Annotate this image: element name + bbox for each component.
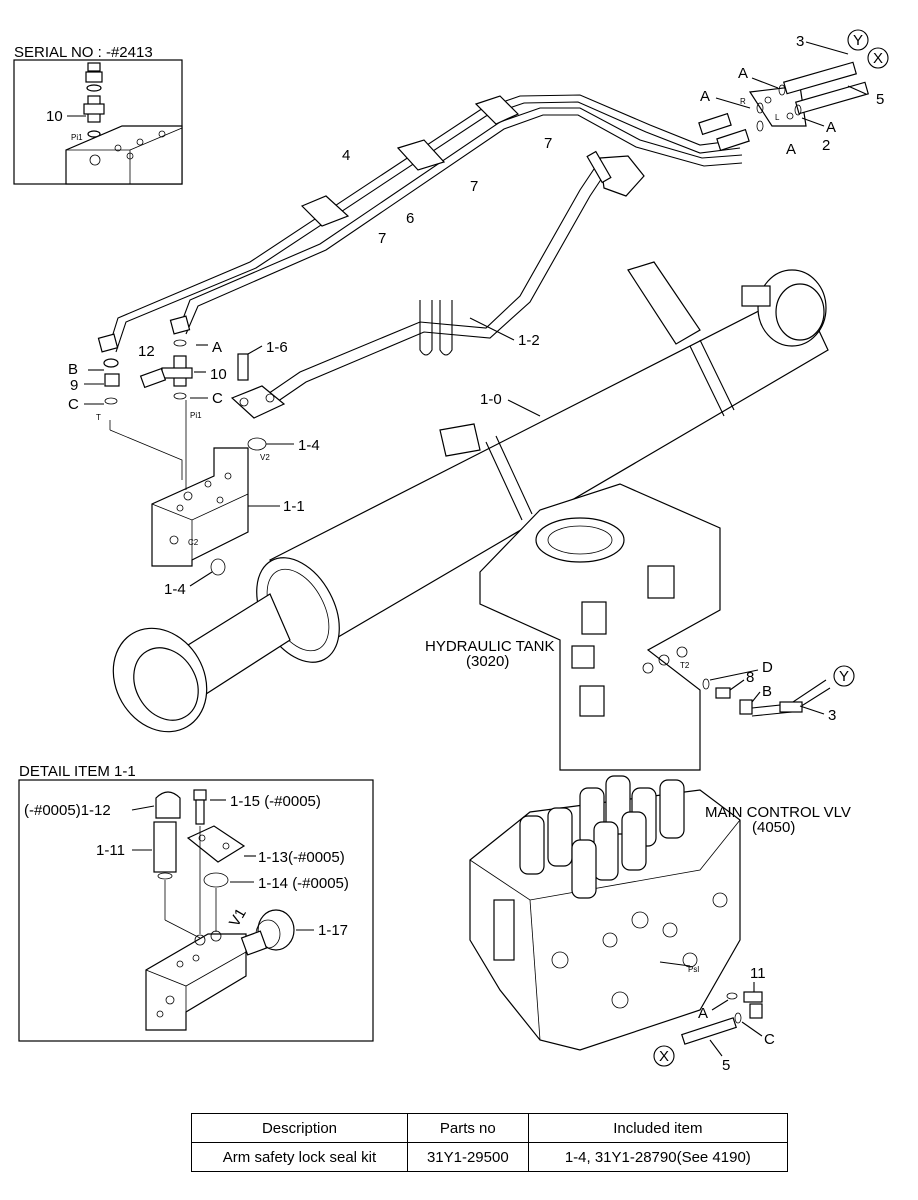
callout-8: 8 (746, 669, 754, 686)
col-description: Description (191, 1113, 408, 1143)
callout-1-6: 1-6 (266, 339, 288, 356)
tank-ref: (3020) (466, 653, 509, 670)
detail-label-1-11: 1-11 (96, 842, 125, 859)
callout-11: 11 (750, 965, 766, 982)
detail-label-1-14: 1-14 (-#0005) (258, 875, 349, 892)
top-right-fittings (748, 29, 889, 132)
callout-c-mcv: C (764, 1031, 775, 1048)
table-row: Arm safety lock seal kit 31Y1-29500 1-4,… (191, 1142, 789, 1172)
callout-a-3: A (826, 119, 836, 136)
port-psl: Psl (688, 965, 699, 974)
connector-y-top: Y (853, 32, 863, 49)
callout-5-top: 5 (876, 91, 884, 108)
cell-description: Arm safety lock seal kit (191, 1142, 408, 1172)
port-t2: T2 (680, 661, 690, 670)
hose-pipe-assembly (97, 94, 750, 353)
cell-parts-no: 31Y1-29500 (406, 1142, 529, 1172)
detail-title: DETAIL ITEM 1-1 (19, 763, 136, 780)
tank-fittings: Y D 8 B 3 (702, 659, 855, 724)
callout-2: 2 (822, 137, 830, 154)
callout-6: 6 (406, 210, 414, 227)
connector-y-tank: Y (839, 668, 849, 685)
serial-inset-title: SERIAL NO : -#2413 (14, 44, 153, 61)
connector-x-mcv: X (659, 1048, 669, 1065)
callout-1-4-b: 1-4 (164, 581, 186, 598)
callout-7-a: 7 (544, 135, 552, 152)
connector-x-top: X (873, 50, 883, 67)
col-parts-no: Parts no (406, 1113, 529, 1143)
detail-label-1-13: 1-13(-#0005) (258, 849, 345, 866)
detail-label-1-15: 1-15 (-#0005) (230, 793, 321, 810)
detail-label-1-17: 1-17 (318, 922, 348, 939)
detail-item-inset: DETAIL ITEM 1-1 (-#0005)1-12 1-15 (-#000… (18, 763, 374, 1042)
pipe-1-2: 1-2 (230, 150, 645, 419)
callout-b-left: B (68, 361, 78, 378)
top-right-labels: 3 A A A A 2 5 7 7 7 4 6 Y X R L (342, 32, 884, 247)
callout-a-1: A (738, 65, 748, 82)
detail-label-1-12: (-#0005)1-12 (24, 802, 111, 819)
hydraulic-tank: HYDRAULIC TANK (3020) T2 (425, 483, 721, 771)
mcv-fittings: X 11 A C 5 (653, 961, 775, 1074)
callout-d: D (762, 659, 773, 676)
callout-5-mcv: 5 (722, 1057, 730, 1074)
callout-c-mid: C (212, 390, 223, 407)
cell-included-item: 1-4, 31Y1-28790(See 4190) (527, 1142, 789, 1172)
mcv-spools (519, 775, 685, 899)
callout-7-b: 7 (470, 178, 478, 195)
pipe-clamps (300, 95, 520, 227)
port-l: L (775, 113, 780, 122)
parts-table-header-row: Description Parts no Included item (191, 1113, 789, 1143)
callout-12: 12 (138, 343, 155, 360)
callout-1-1: 1-1 (283, 498, 305, 515)
parts-table: Description Parts no Included item Arm s… (191, 1113, 789, 1172)
detail-port-v1: V1 (226, 906, 250, 930)
callout-1-0: 1-0 (480, 391, 502, 408)
manifold-1-1: B 9 C 12 A 10 C 1-6 1-4 1-1 1-4 T Pi1 V2… (68, 339, 320, 598)
callout-a-2: A (700, 88, 710, 105)
port-t: T (96, 413, 101, 422)
port-r: R (740, 97, 746, 106)
port-pi1: Pi1 (190, 411, 202, 420)
tank-name: HYDRAULIC TANK (425, 638, 554, 655)
port-v2: V2 (260, 453, 270, 462)
callout-9: 9 (70, 377, 78, 394)
serial-inset: SERIAL NO : -#2413 10 Pi1 (13, 44, 183, 185)
callout-a-4: A (786, 141, 796, 158)
col-included-item: Included item (527, 1113, 789, 1143)
callout-c-left: C (68, 396, 79, 413)
arm-cylinder: 1-0 (112, 261, 829, 733)
callout-b-tank: B (762, 683, 772, 700)
callout-3-tank: 3 (828, 707, 836, 724)
mcv-name: MAIN CONTROL VLV (705, 804, 851, 821)
callout-1-2: 1-2 (518, 332, 540, 349)
callout-a-left: A (212, 339, 222, 356)
callout-3-top: 3 (796, 33, 804, 50)
port-c2: C2 (188, 538, 199, 547)
main-control-valve: MAIN CONTROL VLV (4050) Psl (469, 775, 851, 1051)
inset-port-pi1: Pi1 (71, 133, 83, 142)
inset-callout-10: 10 (46, 108, 63, 125)
callout-10: 10 (210, 366, 227, 383)
callout-a-mcv: A (698, 1005, 708, 1022)
callout-4: 4 (342, 147, 350, 164)
inset-fitting (83, 62, 105, 138)
callout-1-4-a: 1-4 (298, 437, 320, 454)
mcv-ref: (4050) (752, 819, 795, 836)
callout-7-c: 7 (378, 230, 386, 247)
